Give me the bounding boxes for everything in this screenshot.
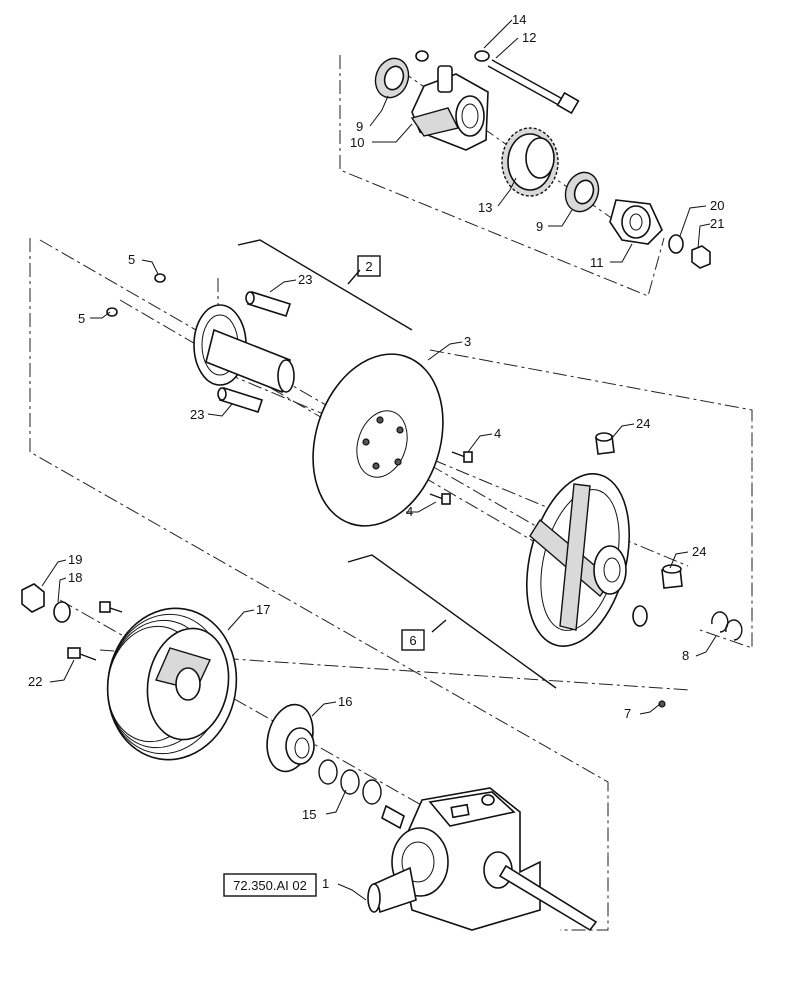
callout-16: 16	[338, 694, 352, 709]
bearing-housing-part-10	[410, 65, 489, 151]
callout-7: 7	[624, 706, 631, 721]
callout-19: 19	[68, 552, 82, 567]
nut-part-21	[691, 245, 711, 269]
bolt-part-4-lower	[429, 493, 451, 505]
gearbox-part-1	[367, 787, 598, 932]
bolt-part-5-lower	[106, 307, 118, 317]
callout-1: 1	[322, 876, 329, 891]
reference-label-text[interactable]: 72.350.AI 02	[233, 878, 307, 893]
disc-part-3	[312, 353, 444, 527]
bushing-part-24-lower	[661, 564, 683, 589]
washer-part-14	[474, 50, 490, 62]
callout-9-lower: 9	[536, 219, 543, 234]
callout-23-lower: 23	[190, 407, 204, 422]
callout-4-lower: 4	[406, 504, 413, 519]
callout-10: 10	[350, 135, 364, 150]
bolt-small-upper	[99, 601, 123, 613]
callout-22: 22	[28, 674, 42, 689]
assembly-label-2: 2	[357, 255, 381, 277]
bolt-part-4-upper	[451, 451, 473, 463]
callout-13: 13	[478, 200, 492, 215]
assembly-label-6-text: 6	[409, 633, 416, 648]
callout-11: 11	[590, 255, 604, 270]
callout-9-upper: 9	[356, 119, 363, 134]
bushing-part-24-upper	[595, 432, 615, 455]
bolt-part-22	[67, 647, 97, 661]
hub-part-16	[266, 703, 315, 773]
nut-part-top	[415, 50, 429, 62]
axis-line-3	[59, 599, 431, 811]
callout-8: 8	[682, 648, 689, 663]
callout-17: 17	[256, 602, 270, 617]
ring-part-15	[318, 759, 382, 805]
callout-23-upper: 23	[298, 272, 312, 287]
washer-part-18	[53, 601, 71, 623]
callout-3: 3	[464, 334, 471, 349]
hub-assembly	[193, 304, 295, 394]
small-part	[632, 605, 648, 627]
bolt-part-5-upper	[154, 273, 166, 283]
reference-label[interactable]: 72.350.AI 02	[223, 873, 317, 897]
leader-box-6	[431, 619, 447, 633]
axis-line-1	[39, 239, 561, 541]
axis-line-4	[99, 649, 691, 691]
right-assembly-boundary	[429, 349, 753, 649]
washer-part-20	[668, 234, 684, 254]
assembly-label-2-text: 2	[365, 259, 372, 274]
seal-part-9-lower	[564, 171, 600, 213]
callout-5-lower: 5	[78, 311, 85, 326]
bolt-part-12	[487, 59, 580, 115]
callout-4-upper: 4	[494, 426, 501, 441]
upper-assembly-boundary	[339, 55, 665, 297]
callout-12: 12	[522, 30, 536, 45]
leader-lines	[41, 19, 717, 901]
pin-part-23-lower	[217, 387, 264, 413]
callout-21: 21	[710, 216, 724, 231]
shaft-boundary	[29, 238, 609, 931]
pulley-part-17	[106, 607, 238, 761]
callout-24-upper: 24	[636, 416, 650, 431]
sprocket-part-13	[501, 127, 559, 197]
callout-24-lower: 24	[692, 544, 706, 559]
callout-15: 15	[302, 807, 316, 822]
flange-part-11	[609, 199, 663, 245]
callout-18: 18	[68, 570, 82, 585]
grease-fitting-part-7	[658, 700, 666, 708]
seal-part-9-upper	[374, 57, 410, 99]
nut-part-19	[21, 583, 45, 613]
callout-20: 20	[710, 198, 724, 213]
bracket-assembly-6	[347, 554, 557, 689]
pulley-assembly-right	[525, 473, 631, 647]
callout-5-upper: 5	[128, 252, 135, 267]
bracket-assembly-2	[237, 239, 413, 331]
pin-part-23-upper	[245, 291, 292, 317]
assembly-label-6: 6	[401, 629, 425, 651]
callout-14: 14	[512, 12, 526, 27]
clip-part-8	[711, 611, 743, 641]
upper-axis-line	[399, 69, 641, 239]
